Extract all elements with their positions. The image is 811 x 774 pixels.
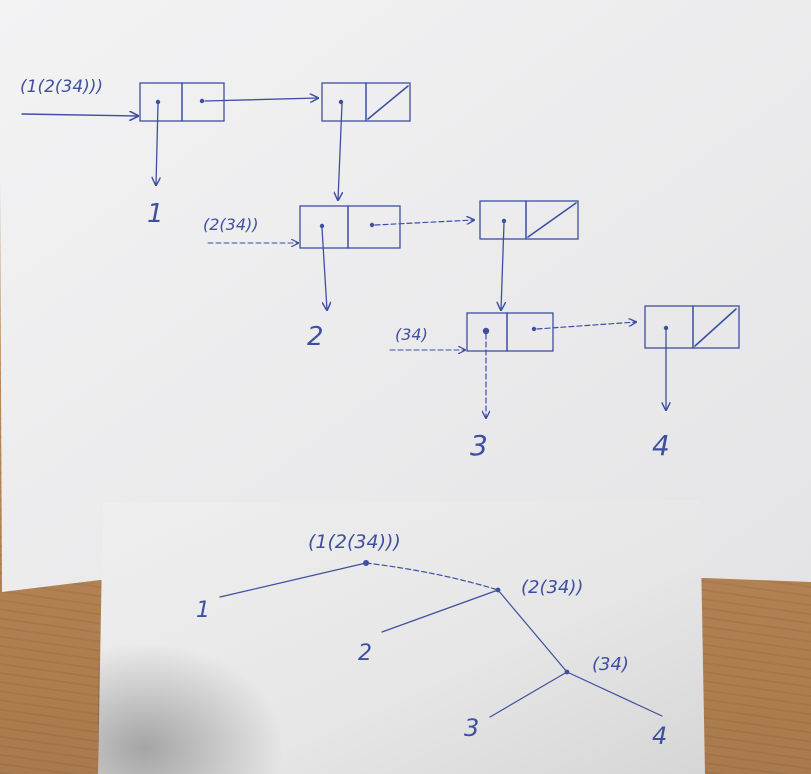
- top-paper-sheet: [0, 0, 811, 592]
- tree-node2-label: (2(34)): [521, 577, 583, 598]
- atom-3: 3: [470, 429, 488, 462]
- tree-diagram: (1(2(34))) 1 (2(34)) 2 (34) 3 4: [196, 531, 667, 750]
- tree-leaf-1: 1: [196, 598, 210, 623]
- tree-leaf-3: 3: [464, 714, 479, 742]
- box-pointer-diagram: (1(2(34))) 1 (2(34)) 2 (34): [20, 77, 740, 462]
- sublist-label: (2(34)): [203, 215, 259, 234]
- atom-2: 2: [307, 322, 324, 352]
- tree-root-label: (1(2(34))): [308, 531, 401, 553]
- tree-leaf-4: 4: [652, 722, 667, 750]
- tree-leaf-2: 2: [358, 641, 372, 666]
- atom-4: 4: [652, 429, 670, 462]
- subsublist-label: (34): [395, 325, 428, 344]
- list-label: (1(2(34))): [20, 77, 103, 97]
- hand-shadow: [98, 600, 330, 774]
- tree-node3-label: (34): [592, 654, 629, 675]
- atom-1: 1: [147, 199, 164, 229]
